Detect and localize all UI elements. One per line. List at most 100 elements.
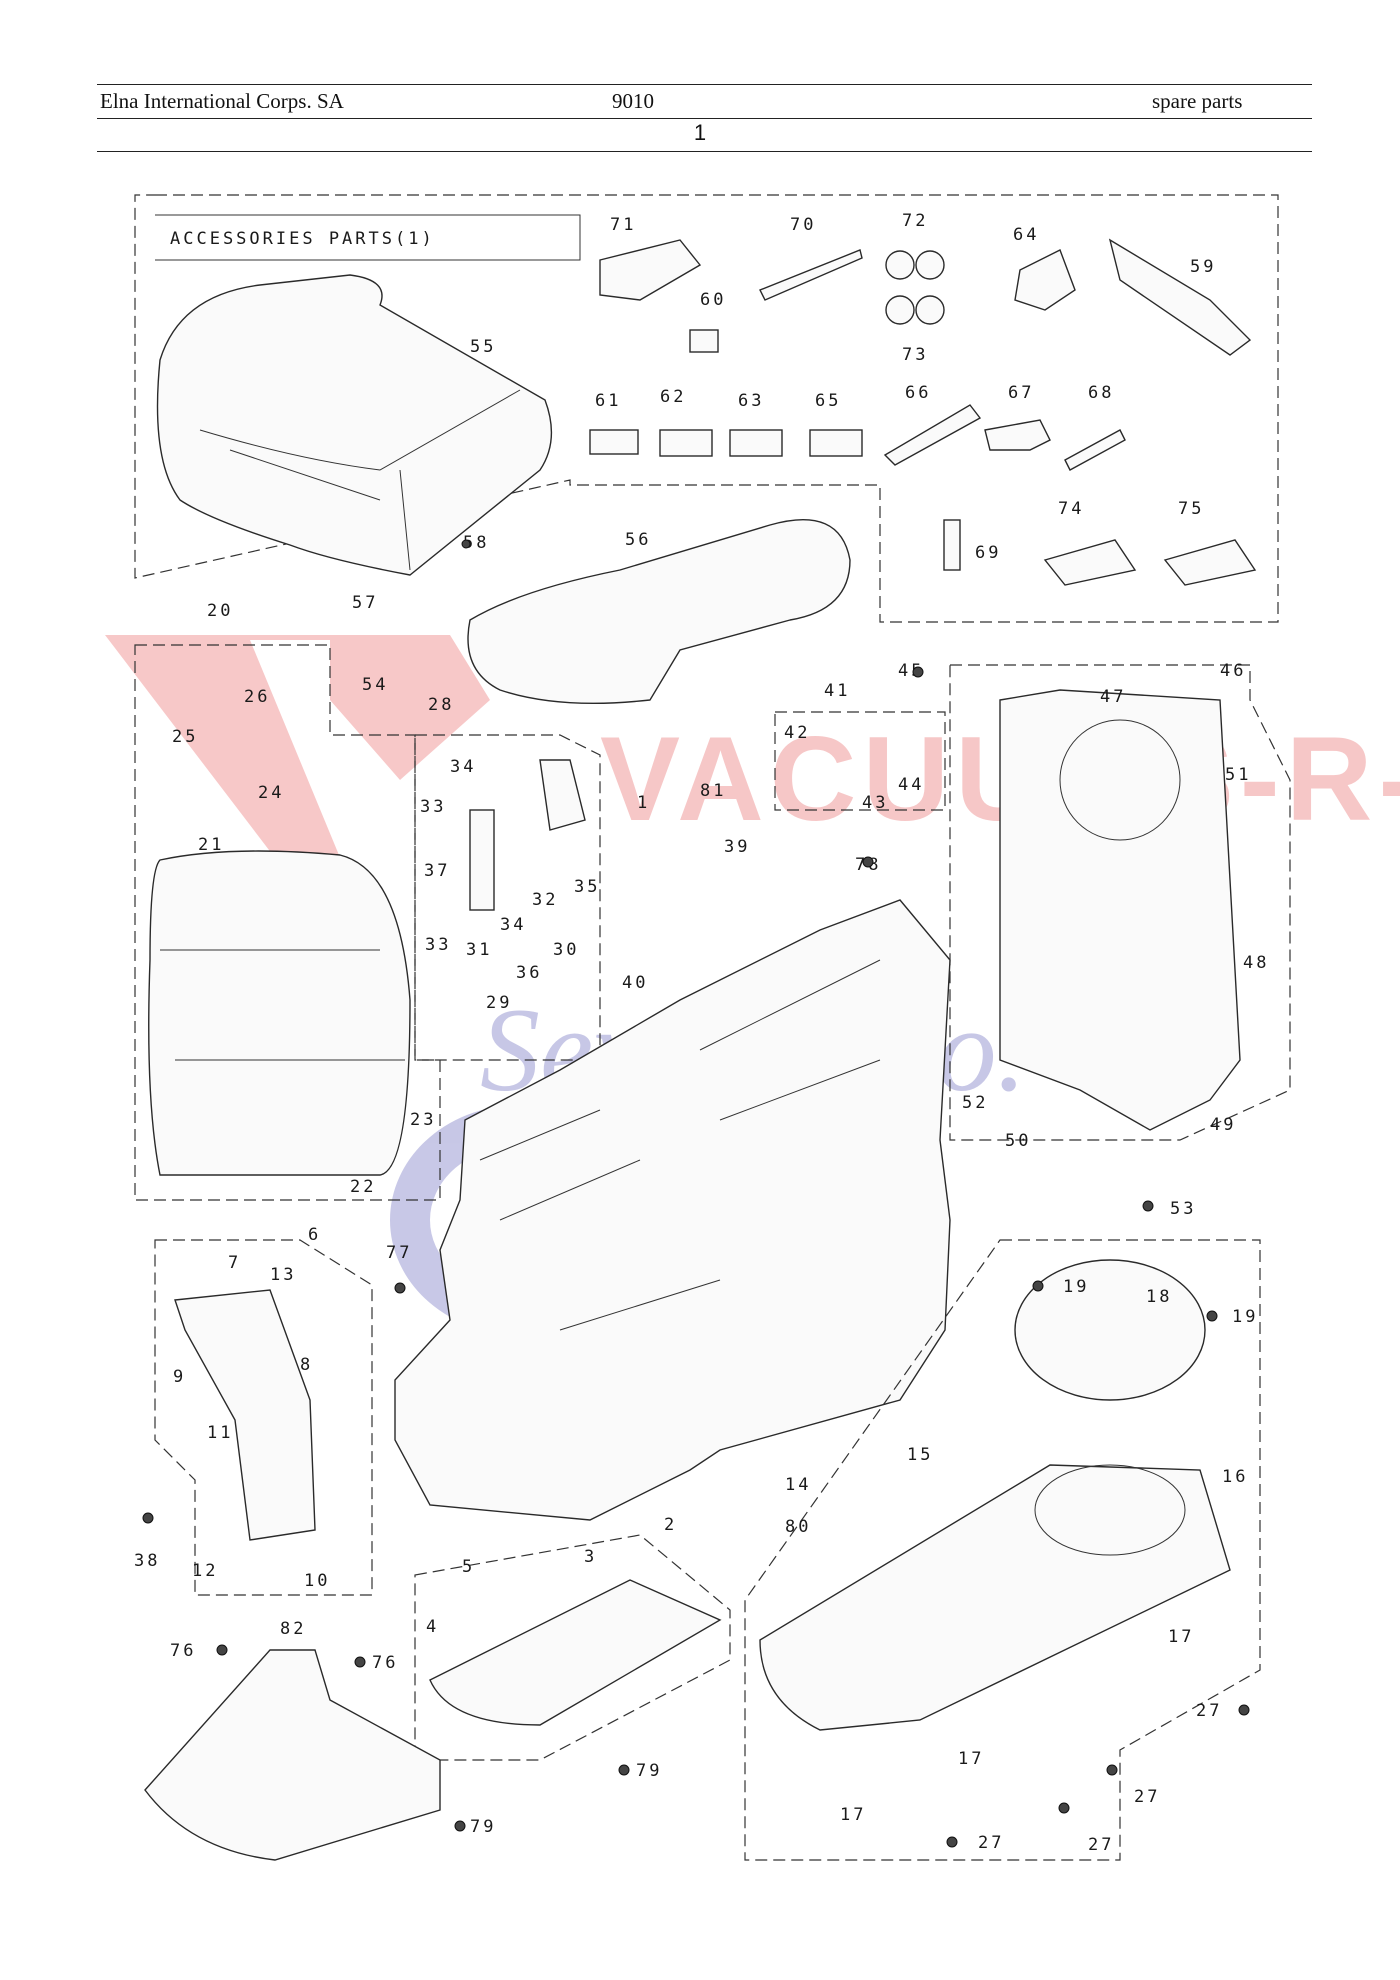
part-label: 64 xyxy=(1013,225,1039,245)
part-label: 34 xyxy=(450,757,476,777)
part-label: 7 xyxy=(228,1253,241,1273)
part-label: 33 xyxy=(420,797,446,817)
part-label: 3 xyxy=(584,1547,597,1567)
part-label: 15 xyxy=(907,1445,933,1465)
part-label: 12 xyxy=(192,1561,218,1581)
header-mid-rule xyxy=(97,118,1312,119)
part-label: 59 xyxy=(1190,257,1216,277)
extension-table xyxy=(144,1649,441,1861)
group-41-outline xyxy=(774,711,946,811)
part-label: 47 xyxy=(1100,687,1126,707)
part-label: 53 xyxy=(1170,1199,1196,1219)
part-label: 58 xyxy=(463,533,489,553)
part-label: 17 xyxy=(840,1805,866,1825)
part-label: 62 xyxy=(660,387,686,407)
group-28-outline xyxy=(414,734,601,1061)
part-label: 56 xyxy=(625,530,651,550)
part-label: 32 xyxy=(532,890,558,910)
part-label: 52 xyxy=(962,1093,988,1113)
part-label: 18 xyxy=(1146,1287,1172,1307)
part-label: 70 xyxy=(790,215,816,235)
part-label: 39 xyxy=(724,837,750,857)
group-20-outline xyxy=(134,644,441,1201)
part-label: 36 xyxy=(516,963,542,983)
part-label: 27 xyxy=(1134,1787,1160,1807)
rear-panel xyxy=(999,689,1241,1131)
part-label: 60 xyxy=(700,290,726,310)
part-label: 20 xyxy=(207,601,233,621)
group-46-outline xyxy=(949,664,1291,1141)
part-label: 30 xyxy=(553,940,579,960)
part-label: 72 xyxy=(902,211,928,231)
part-label: 66 xyxy=(905,383,931,403)
part-label: 49 xyxy=(1210,1115,1236,1135)
part-label: 40 xyxy=(622,973,648,993)
part-label: 41 xyxy=(824,681,850,701)
part-label: 55 xyxy=(470,337,496,357)
part-label: 14 xyxy=(785,1475,811,1495)
part-label: 54 xyxy=(362,675,388,695)
group-15-outline xyxy=(744,1239,1261,1861)
part-label: 73 xyxy=(902,345,928,365)
part-label: 38 xyxy=(134,1551,160,1571)
accessory-case xyxy=(156,274,553,576)
part-label: 61 xyxy=(595,391,621,411)
part-label: 9 xyxy=(173,1367,186,1387)
dust-cover xyxy=(148,850,411,1176)
model-number: 9010 xyxy=(612,89,654,113)
part-label: 76 xyxy=(170,1641,196,1661)
part-label: 21 xyxy=(198,835,224,855)
page-number: 1 xyxy=(693,120,707,145)
accessories-box-title: ACCESSORIES PARTS(1) xyxy=(170,229,435,249)
part-label: 22 xyxy=(350,1177,376,1197)
part-label: 63 xyxy=(738,391,764,411)
part-label: 2 xyxy=(664,1515,677,1535)
part-label: 8 xyxy=(300,1355,313,1375)
part-label: 37 xyxy=(424,861,450,881)
accessory-items xyxy=(589,238,1257,586)
part-label: 16 xyxy=(1222,1467,1248,1487)
accessories-box-outline xyxy=(134,194,1279,623)
part-label: 50 xyxy=(1005,1131,1031,1151)
part-label: 79 xyxy=(470,1817,496,1837)
part-label: 67 xyxy=(1008,383,1034,403)
part-label: 68 xyxy=(1088,383,1114,403)
part-label: 10 xyxy=(304,1571,330,1591)
part-label: 71 xyxy=(610,215,636,235)
document-type: spare parts xyxy=(1152,89,1243,113)
bottom-plate xyxy=(759,1464,1231,1731)
part-label: 17 xyxy=(1168,1627,1194,1647)
part-label: 13 xyxy=(270,1265,296,1285)
part-label: 82 xyxy=(280,1619,306,1639)
part-label: 34 xyxy=(500,915,526,935)
part-label: 35 xyxy=(574,877,600,897)
part-label: 27 xyxy=(1196,1701,1222,1721)
part-label: 25 xyxy=(172,727,198,747)
part-label: 51 xyxy=(1225,765,1251,785)
part-label: 27 xyxy=(1088,1835,1114,1855)
part-label: 81 xyxy=(700,781,726,801)
part-label: 28 xyxy=(428,695,454,715)
part-label: 76 xyxy=(372,1653,398,1673)
part-label: 57 xyxy=(352,593,378,613)
part-label: 80 xyxy=(785,1517,811,1537)
part-label: 24 xyxy=(258,783,284,803)
part-label: 6 xyxy=(308,1225,321,1245)
part-labels: 71 70 72 73 64 59 60 55 61 62 63 65 66 6… xyxy=(134,211,1266,1855)
part-label: 31 xyxy=(466,940,492,960)
part-label: 5 xyxy=(462,1557,475,1577)
screw-markers xyxy=(142,539,1250,1848)
cover-lid xyxy=(467,518,851,705)
part-label: 69 xyxy=(975,543,1001,563)
part-label: 27 xyxy=(978,1833,1004,1853)
header-top-rule xyxy=(97,84,1312,85)
part-label: 65 xyxy=(815,391,841,411)
part-label: 4 xyxy=(426,1617,439,1637)
part-label: 19 xyxy=(1063,1277,1089,1297)
header-bottom-rule xyxy=(97,151,1312,152)
part-label: 11 xyxy=(207,1423,233,1443)
part-label: 79 xyxy=(636,1761,662,1781)
accessories-title-tab xyxy=(155,214,581,261)
part-label: 42 xyxy=(784,723,810,743)
